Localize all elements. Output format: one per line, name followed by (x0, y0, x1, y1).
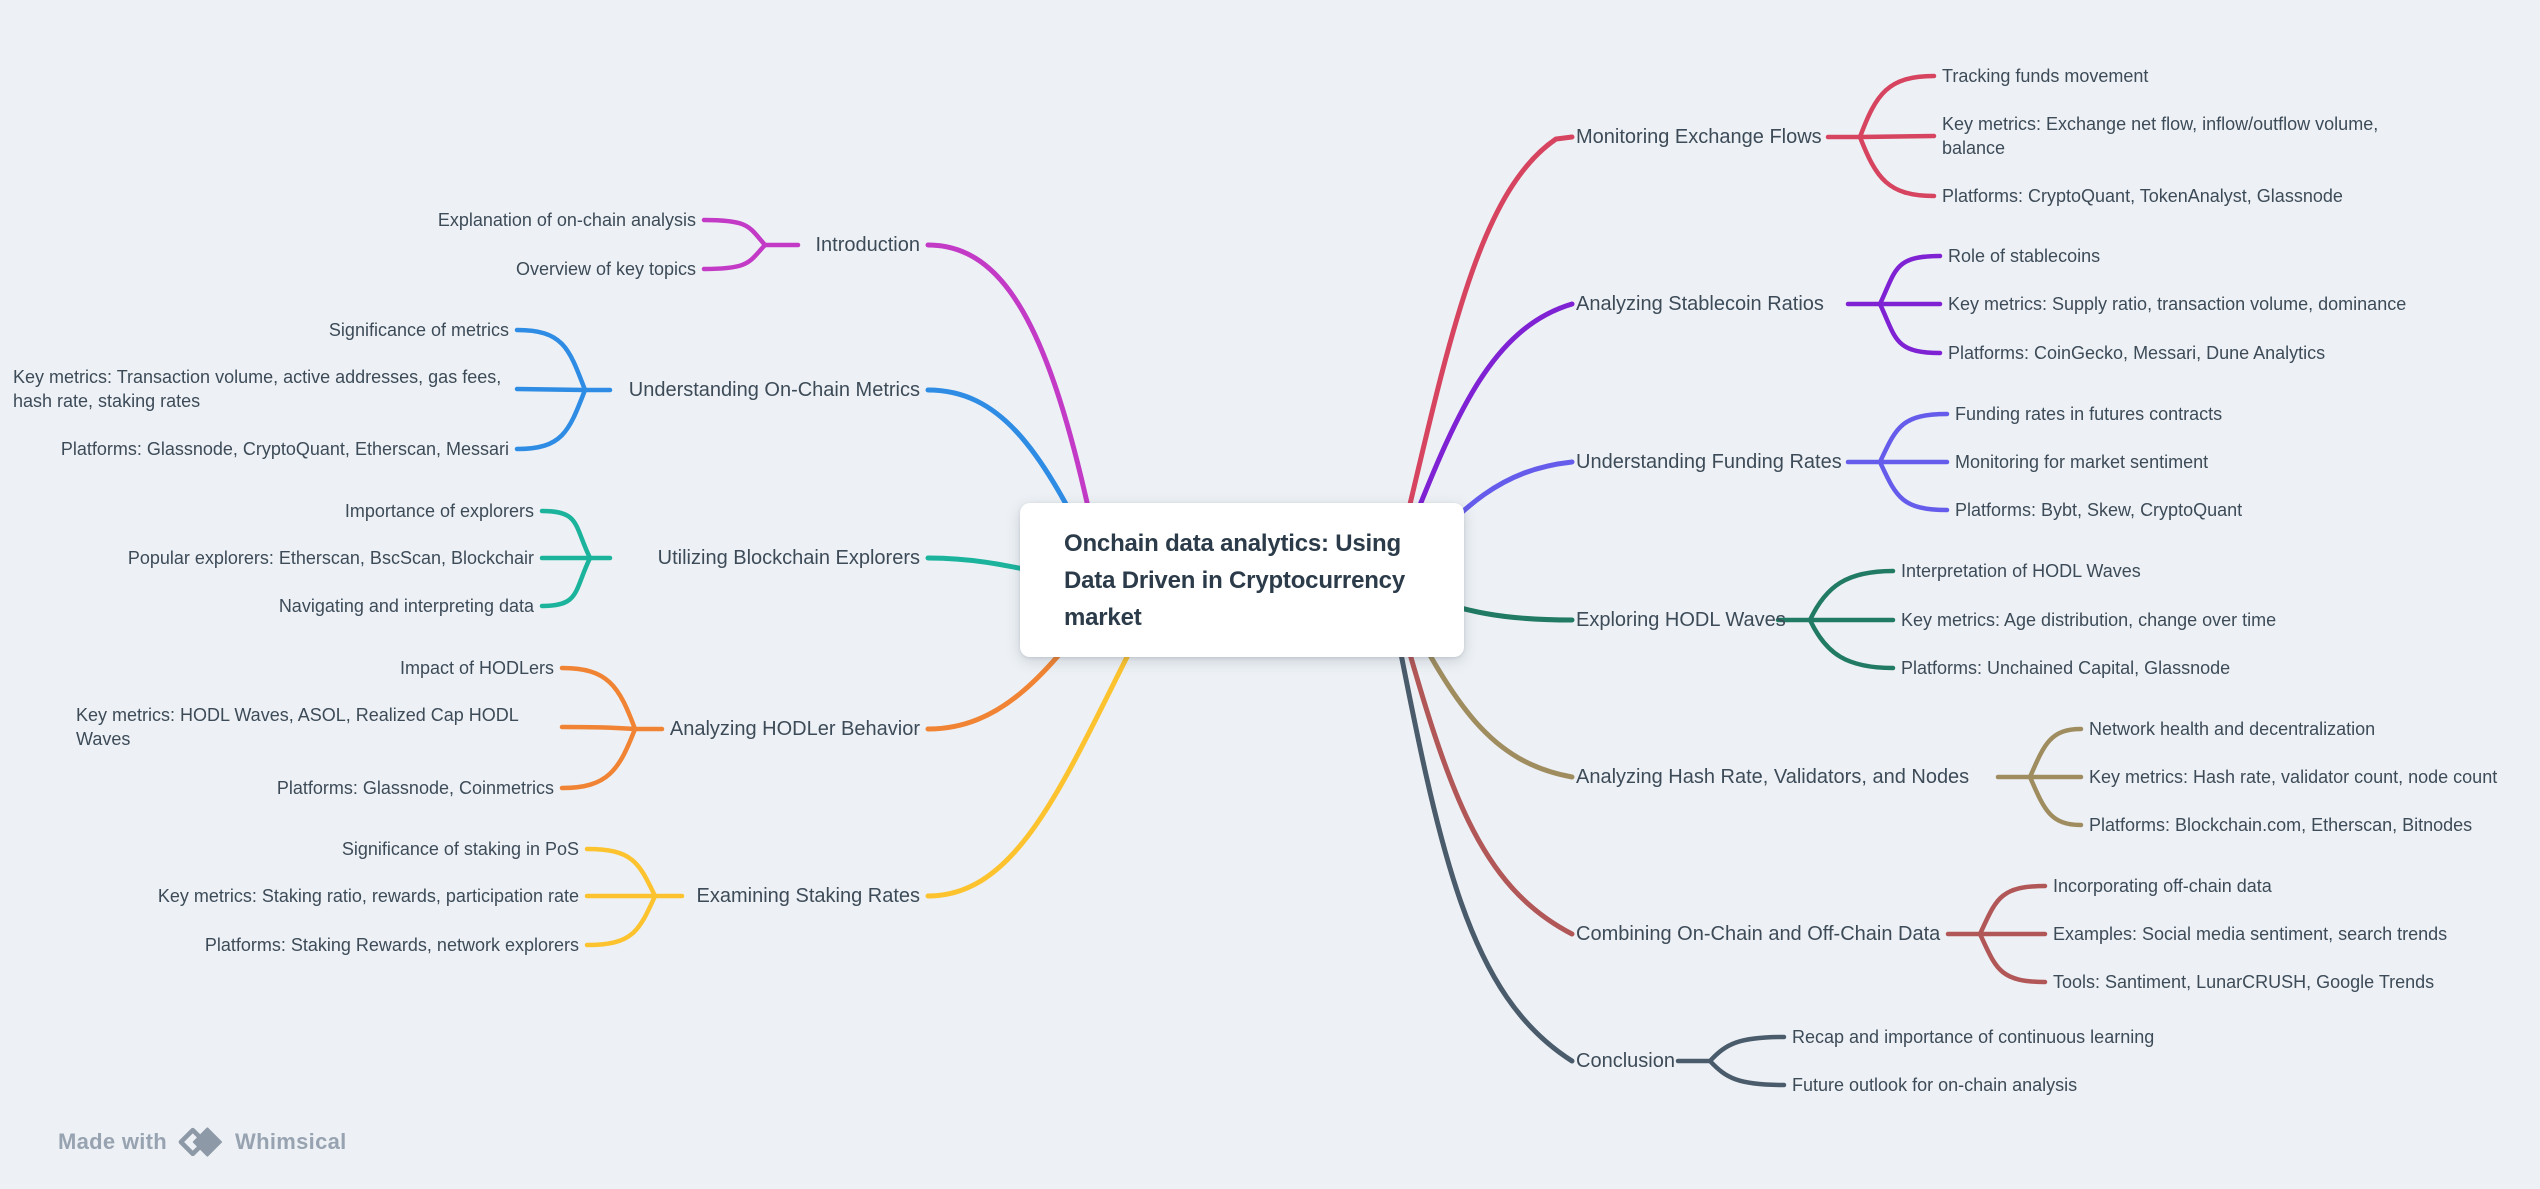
leaf-blockchain-explorers-3[interactable]: Navigating and interpreting data (278, 596, 534, 616)
curve-funding-rates-child-3 (1877, 459, 1950, 513)
leaf-staking-rates-3[interactable]: Platforms: Staking Rewards, network expl… (204, 935, 579, 955)
branch-staking-rates-connectors (584, 652, 1131, 948)
curve-offchain-data-child-3 (1977, 931, 2048, 985)
curve-hodler-behavior-child-2 (559, 724, 638, 732)
leaf-hodler-behavior-1[interactable]: Impact of HODLers (399, 658, 554, 678)
branch-introduction-connectors (701, 217, 1095, 528)
curve-hodler-behavior-child-3 (559, 726, 638, 791)
leaf-stablecoin-ratios-2[interactable]: Key metrics: Supply ratio, transaction v… (1948, 294, 2407, 314)
topic-stablecoin-ratios[interactable]: Analyzing Stablecoin Ratios (1576, 293, 1824, 315)
topic-onchain-metrics[interactable]: Understanding On-Chain Metrics (628, 379, 920, 401)
leaf-offchain-data-1[interactable]: Incorporating off-chain data (2053, 876, 2272, 896)
curve-hash-rate-child-1 (2027, 726, 2084, 780)
curve-hodl-waves-child-1 (1807, 568, 1896, 623)
leaf-hash-rate-1[interactable]: Network health and decentralization (2089, 719, 2376, 739)
leaf-hash-rate-2[interactable]: Key metrics: Hash rate, validator count,… (2089, 767, 2498, 787)
topic-funding-rates[interactable]: Understanding Funding Rates (1576, 451, 1842, 473)
branch-conclusion-connectors (1389, 605, 1787, 1088)
leaf-funding-rates-1[interactable]: Funding rates in futures contracts (1955, 404, 2223, 424)
curve-onchain-metrics-child-3 (514, 387, 588, 452)
topic-conclusion[interactable]: Conclusion (1576, 1050, 1675, 1072)
curve-exchange-flows-child-3 (1857, 134, 1937, 199)
branch-exchange-flows-connectors (1395, 73, 1937, 558)
branch-funding-rates-connectors (1402, 411, 1950, 573)
curve-stablecoin-ratios-child-3 (1877, 301, 1943, 356)
curve-introduction-to-center (925, 242, 1095, 528)
curve-conclusion-to-center (1389, 605, 1575, 1064)
topic-hash-rate[interactable]: Analyzing Hash Rate, Validators, and Nod… (1576, 766, 1970, 788)
whimsical-brand-label: Whimsical (235, 1129, 347, 1154)
curve-staking-rates-to-center (925, 652, 1131, 899)
leaf-blockchain-explorers-1[interactable]: Importance of explorers (344, 501, 534, 521)
leaf-hodler-behavior-3[interactable]: Platforms: Glassnode, Coinmetrics (276, 778, 554, 798)
central-title-line-1: Onchain data analytics: Using (1064, 529, 1401, 557)
central-title-line-3: market (1064, 603, 1142, 631)
whimsical-watermark[interactable]: Made with Whimsical (58, 1121, 347, 1163)
leaf-introduction-1[interactable]: Explanation of on-chain analysis (437, 210, 696, 230)
leaf-hodl-waves-1[interactable]: Interpretation of HODL Waves (1901, 561, 2141, 581)
curve-offchain-data-child-1 (1977, 883, 2048, 937)
topic-blockchain-explorers[interactable]: Utilizing Blockchain Explorers (657, 547, 920, 569)
curve-introduction-child-1 (701, 217, 768, 248)
leaf-exchange-flows-1[interactable]: Tracking funds movement (1942, 66, 2149, 86)
leaf-offchain-data-3[interactable]: Tools: Santiment, LunarCRUSH, Google Tre… (2053, 972, 2435, 992)
curve-onchain-metrics-child-1 (514, 327, 588, 393)
curve-exchange-flows-to-center (1395, 134, 1575, 558)
curve-blockchain-explorers-child-3 (539, 555, 593, 609)
leaf-onchain-metrics-3[interactable]: Platforms: Glassnode, CryptoQuant, Ether… (60, 439, 509, 459)
central-title-line-2: Data Driven in Cryptocurrency (1064, 566, 1405, 594)
curve-hodl-waves-child-3 (1807, 617, 1896, 671)
topic-introduction[interactable]: Introduction (815, 234, 920, 256)
curve-exchange-flows-child-1 (1857, 73, 1937, 140)
branch-hodler-behavior-connectors (559, 607, 1098, 791)
leaf-onchain-metrics-2[interactable]: Key metrics: Transaction volume, active … (13, 367, 502, 411)
leaf-conclusion-1[interactable]: Recap and importance of continuous learn… (1792, 1027, 2155, 1047)
leaf-hodl-waves-3[interactable]: Platforms: Unchained Capital, Glassnode (1901, 658, 2231, 678)
leaf-conclusion-2[interactable]: Future outlook for on-chain analysis (1792, 1075, 2078, 1095)
leaf-funding-rates-2[interactable]: Monitoring for market sentiment (1955, 452, 2209, 472)
curve-conclusion-child-2 (1707, 1058, 1787, 1088)
curve-stablecoin-ratios-child-1 (1877, 253, 1943, 307)
central-topic-title: Onchain data analytics: Using Data Drive… (1064, 525, 1464, 636)
curve-conclusion-child-1 (1707, 1034, 1787, 1064)
curve-exchange-flows-child-2 (1857, 133, 1937, 140)
branch-hash-rate-connectors (1397, 597, 2084, 828)
leaf-funding-rates-3[interactable]: Platforms: Bybt, Skew, CryptoQuant (1955, 500, 2243, 520)
curve-introduction-child-2 (701, 242, 768, 272)
leaf-staking-rates-2[interactable]: Key metrics: Staking ratio, rewards, par… (157, 886, 579, 906)
curve-blockchain-explorers-child-1 (539, 508, 593, 561)
topic-exchange-flows[interactable]: Monitoring Exchange Flows (1576, 126, 1822, 148)
leaf-staking-rates-1[interactable]: Significance of staking in PoS (341, 839, 579, 859)
whimsical-diamonds-icon (178, 1127, 223, 1157)
leaf-onchain-metrics-1[interactable]: Significance of metrics (328, 320, 509, 340)
leaf-stablecoin-ratios-1[interactable]: Role of stablecoins (1948, 246, 2101, 266)
leaf-blockchain-explorers-2[interactable]: Popular explorers: Etherscan, BscScan, B… (127, 548, 534, 568)
leaf-stablecoin-ratios-3[interactable]: Platforms: CoinGecko, Messari, Dune Anal… (1948, 343, 2326, 363)
leaf-offchain-data-2[interactable]: Examples: Social media sentiment, search… (2053, 924, 2448, 944)
topic-offchain-data[interactable]: Combining On-Chain and Off-Chain Data (1576, 923, 1941, 945)
topic-staking-rates[interactable]: Examining Staking Rates (696, 885, 920, 907)
leaf-introduction-2[interactable]: Overview of key topics (515, 259, 696, 279)
leaf-hash-rate-3[interactable]: Platforms: Blockchain.com, Etherscan, Bi… (2089, 815, 2473, 835)
branch-onchain-metrics-connectors (514, 327, 1093, 553)
leaf-hodler-behavior-2[interactable]: Key metrics: HODL Waves, ASOL, Realized … (76, 705, 519, 749)
leaf-exchange-flows-3[interactable]: Platforms: CryptoQuant, TokenAnalyst, Gl… (1942, 186, 2343, 206)
curve-hash-rate-child-3 (2027, 774, 2084, 828)
made-with-label: Made with (58, 1129, 168, 1154)
leaf-hodl-waves-2[interactable]: Key metrics: Age distribution, change ov… (1901, 610, 2277, 630)
leaf-exchange-flows-2[interactable]: Key metrics: Exchange net flow, inflow/o… (1942, 114, 2379, 158)
curve-staking-rates-child-3 (584, 893, 658, 948)
topic-hodl-waves[interactable]: Exploring HODL Waves (1576, 609, 1786, 631)
topic-hodler-behavior[interactable]: Analyzing HODLer Behavior (669, 718, 920, 740)
curve-hodler-behavior-child-1 (559, 665, 638, 732)
curve-funding-rates-child-1 (1877, 411, 1950, 465)
branch-offchain-data-connectors (1393, 602, 2048, 985)
curve-staking-rates-child-1 (584, 846, 658, 899)
curve-onchain-metrics-child-2 (514, 386, 588, 393)
curve-offchain-data-to-center (1393, 602, 1575, 937)
central-topic-card[interactable]: Onchain data analytics: Using Data Drive… (1020, 503, 1464, 657)
